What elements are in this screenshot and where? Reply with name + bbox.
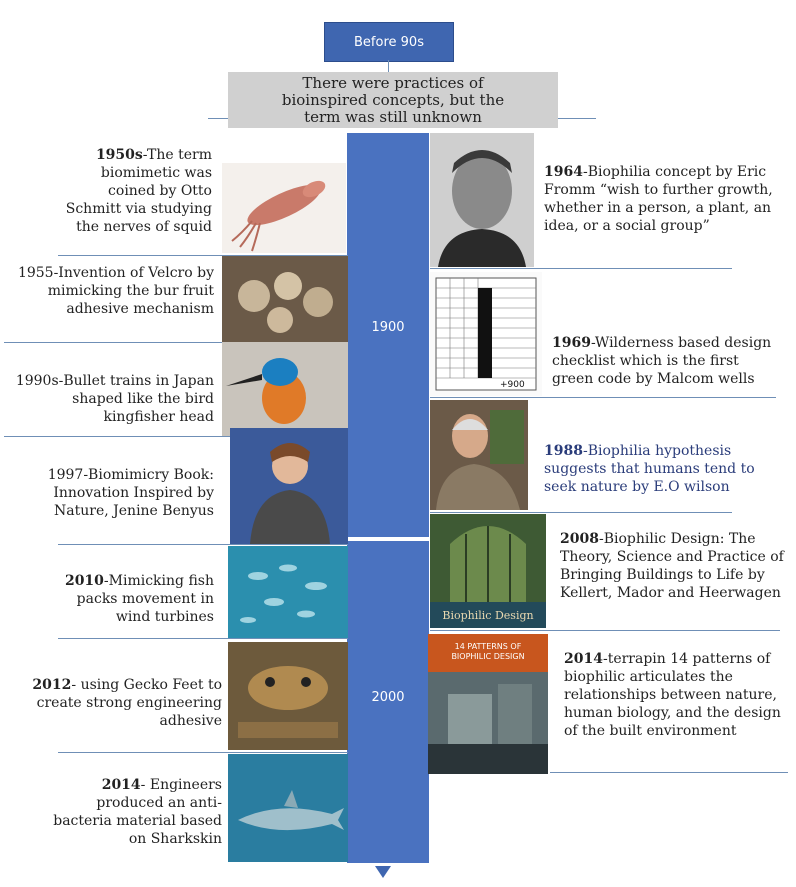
connector: [4, 342, 348, 343]
book-cover: Biophilic Design: [430, 514, 546, 628]
header-left-rule: [208, 118, 230, 119]
squid-photo: [222, 163, 346, 253]
wilson-photo: [430, 400, 528, 510]
connector: [430, 630, 780, 631]
era-label: Before 90s: [354, 34, 424, 50]
checklist-score: +900: [500, 380, 525, 390]
fish-school-photo: [228, 546, 348, 638]
timeline-spine-upper: [347, 133, 429, 537]
connector: [430, 268, 732, 269]
year-2000-label: 2000: [371, 690, 405, 705]
event-1969: 1969-Wilderness based design checklist w…: [552, 335, 772, 387]
event-1988: 1988-Biophilia hypothesis suggests that …: [544, 443, 755, 495]
event-2010: 2010-Mimicking fish packs movement in wi…: [64, 573, 214, 625]
header-connector: [388, 60, 389, 72]
timeline-arrow-icon: [375, 866, 391, 878]
year-1900-label: 1900: [371, 320, 405, 335]
connector: [58, 544, 348, 545]
event-2014-terrapin: 2014-terrapin 14 patterns of biophilic a…: [564, 651, 781, 739]
checklist-image: +900: [430, 272, 542, 396]
era-before-90s-box: Before 90s: [324, 22, 454, 62]
event-1997: 1997-Biomimicry Book: Innovation Inspire…: [47, 467, 214, 519]
speaker-photo: [230, 428, 348, 544]
connector: [58, 255, 348, 256]
connector: [58, 752, 348, 753]
event-1990s: 1990s-Bullet trains in Japan shaped like…: [15, 373, 214, 425]
event-2012: 2012- using Gecko Feet to create strong …: [32, 677, 222, 729]
connector: [4, 436, 348, 437]
event-2014-shark: 2014- Engineers produced an anti-bacteri…: [53, 777, 222, 847]
connector: [58, 638, 348, 639]
connector: [430, 512, 732, 513]
header-note-box: There were practices of bioinspired conc…: [228, 72, 558, 128]
event-1950s: 1950s-The term biomimetic was coined by …: [65, 147, 212, 235]
event-1955: 1955-Invention of Velcro by mimicking th…: [17, 265, 214, 317]
event-2008: 2008-Biophilic Design: The Theory, Scien…: [560, 531, 784, 601]
book-title: Biophilic Design: [442, 609, 534, 622]
portrait-photo: [430, 133, 534, 267]
timeline-spine-lower: [347, 541, 429, 863]
report-title: 14 PATTERNS OF BIOPHILIC DESIGN: [451, 642, 525, 661]
header-right-rule: [556, 118, 596, 119]
connector: [430, 397, 776, 398]
connector: [550, 772, 788, 773]
header-note: There were practices of bioinspired conc…: [281, 73, 505, 126]
event-1964: 1964-Biophilia concept by Eric Fromm “wi…: [544, 164, 773, 234]
shark-photo: [228, 754, 348, 862]
bur-fruit-photo: [222, 256, 348, 342]
kingfisher-photo: [222, 342, 348, 436]
report-cover: 14 PATTERNS OF BIOPHILIC DESIGN: [428, 634, 548, 774]
gecko-photo: [228, 642, 348, 750]
